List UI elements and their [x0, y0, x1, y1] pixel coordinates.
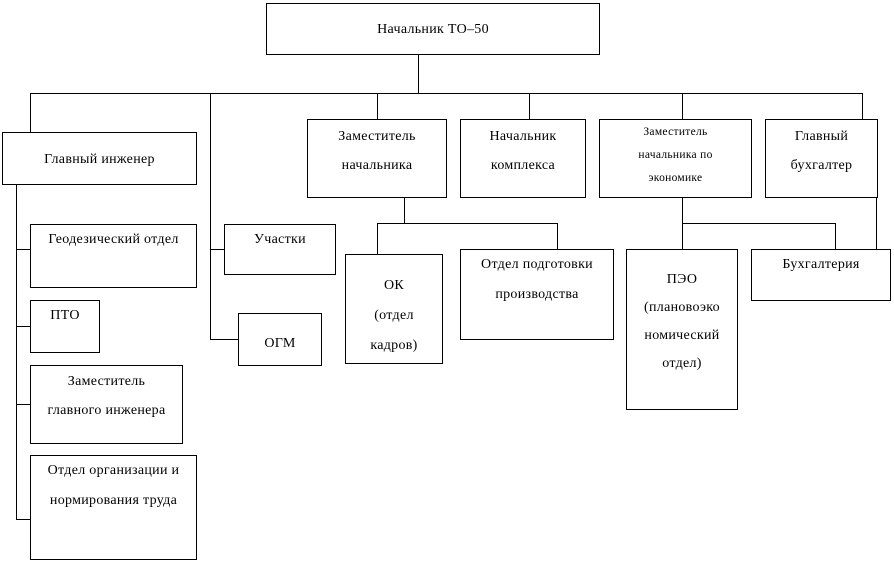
label: ПТО	[50, 308, 80, 323]
label-line: главного инженера	[47, 403, 166, 418]
label-line: комплекса	[490, 158, 556, 173]
label-line: (плановоэко	[644, 300, 720, 315]
label-line: бухгалтер	[790, 158, 853, 173]
accounting-box: Бухгалтерия	[751, 249, 891, 301]
chief-accountant-box: Главный бухгалтер	[765, 119, 878, 198]
connector	[16, 184, 30, 520]
labor-org-box: Отдел организации и нормирования труда	[30, 455, 197, 560]
label: ОГМ	[264, 336, 296, 351]
connector	[682, 223, 836, 249]
label-line: Отдел подготовки	[481, 257, 593, 272]
deputy-engineer-box: Заместитель главного инженера	[30, 365, 183, 444]
label-line: кадров)	[370, 338, 418, 353]
label-line: производства	[495, 287, 579, 302]
label-line: Заместитель	[338, 129, 416, 144]
head-box: Начальник ТО–50	[266, 3, 600, 55]
sections-box: Участки	[224, 224, 336, 275]
label: Геодезический отдел	[48, 232, 179, 247]
label: Бухгалтерия	[782, 257, 860, 272]
label-line: Заместитель	[643, 126, 708, 138]
chief-engineer-box: Главный инженер	[2, 132, 197, 185]
label-line: ОК	[383, 278, 405, 293]
label-line: нормирования труда	[49, 493, 178, 508]
label-line: начальника по	[638, 149, 713, 161]
label-line: Заместитель	[67, 374, 146, 389]
label-line: Отдел организации и	[47, 463, 180, 478]
connector	[377, 223, 558, 254]
label-line: экономике	[648, 172, 703, 184]
chief-engineer-label: Главный инженер	[44, 152, 155, 167]
label-line: ПЭО	[666, 272, 698, 287]
economy-deputy-box: Заместитель начальника по экономике	[599, 119, 752, 198]
production-prep-box: Отдел подготовки производства	[460, 249, 614, 340]
label-line: (отдел	[374, 308, 414, 323]
label-line: Главный	[794, 129, 849, 144]
complex-head-box: Начальник комплекса	[460, 119, 586, 198]
label-line: отдел)	[662, 356, 702, 371]
geodesy-box: Геодезический отдел	[30, 224, 197, 288]
hr-box: ОК (отдел кадров)	[345, 254, 443, 364]
label-line: начальника	[341, 158, 413, 173]
ogm-box: ОГМ	[238, 313, 322, 366]
label-line: Начальник	[489, 129, 557, 144]
deputy-head-box: Заместитель начальника	[307, 119, 447, 198]
head-title: Начальник ТО–50	[377, 22, 489, 37]
connector	[210, 93, 238, 340]
label-line: номический	[644, 328, 720, 343]
pto-box: ПТО	[30, 300, 100, 353]
label: Участки	[254, 232, 306, 247]
peo-box: ПЭО (плановоэко номический отдел)	[626, 249, 738, 410]
